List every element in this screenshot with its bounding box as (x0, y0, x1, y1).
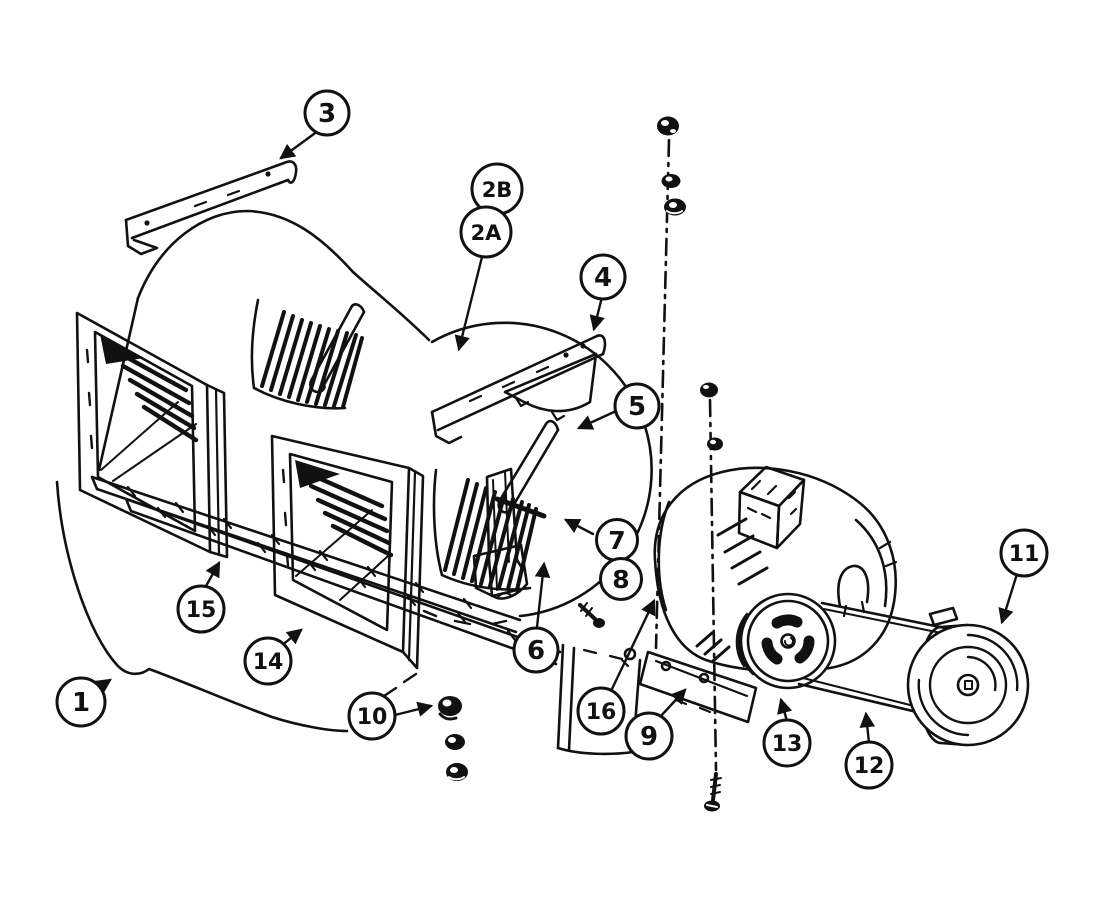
leader-5 (576, 410, 616, 430)
svg-text:14: 14 (253, 650, 284, 675)
svg-text:13: 13 (772, 732, 803, 757)
blower-housing (55, 209, 653, 756)
leader-15 (204, 560, 221, 588)
callout-6: 6 (512, 626, 560, 674)
motor-base (620, 647, 758, 724)
svg-text:5: 5 (628, 392, 646, 422)
blower-wheel-front (432, 419, 560, 600)
leader-3 (279, 129, 320, 160)
callout-5: 5 (613, 382, 661, 430)
leader-lines (93, 129, 1019, 745)
callout-13: 13 (762, 718, 812, 768)
nut (657, 116, 679, 136)
filter-frame-14 (270, 434, 425, 670)
leader-7 (563, 518, 595, 536)
nut (445, 734, 465, 750)
leader-11 (998, 572, 1019, 625)
svg-text:8: 8 (612, 565, 629, 594)
svg-text:15: 15 (186, 598, 217, 623)
svg-text:16: 16 (586, 700, 617, 725)
mounting-screw (704, 772, 722, 812)
callout-11: 11 (999, 528, 1049, 578)
nut (438, 696, 462, 716)
callout-8: 8 (599, 557, 643, 601)
callout-balloons: 3 2B 2A 4 5 7 8 6 (55, 89, 1049, 790)
callout-2A: 2A (459, 205, 513, 259)
svg-text:11: 11 (1009, 542, 1040, 567)
svg-text:4: 4 (594, 263, 612, 293)
callout-16: 16 (576, 686, 626, 736)
blower-pulley (906, 606, 1030, 747)
mounting-nuts (438, 696, 468, 781)
washer (707, 437, 723, 451)
junction-box (737, 465, 806, 550)
svg-text:9: 9 (640, 722, 658, 752)
motor (620, 465, 898, 724)
callout-9: 9 (624, 711, 674, 761)
svg-text:3: 3 (318, 99, 336, 129)
blower-wheel-rear (250, 298, 366, 410)
small-screw (578, 602, 605, 628)
nut (446, 763, 468, 781)
leader-10 (393, 701, 434, 717)
cap-nut (700, 382, 718, 398)
svg-text:10: 10 (357, 705, 388, 730)
callout-4: 4 (579, 253, 627, 301)
svg-text:2B: 2B (482, 178, 513, 202)
filter-frame-15 (75, 311, 229, 559)
callout-12: 12 (844, 740, 894, 790)
leader-12 (859, 711, 876, 745)
svg-text:2A: 2A (471, 221, 503, 245)
svg-text:1: 1 (72, 688, 90, 718)
callout-15: 15 (176, 584, 226, 634)
callout-3: 3 (303, 89, 351, 137)
centerline-left (654, 138, 671, 650)
motor-pulley (735, 592, 837, 690)
leader-10-dash (382, 672, 418, 698)
leader-2a (454, 255, 484, 352)
leader-16 (609, 598, 656, 693)
leader-6 (534, 561, 551, 629)
leader-4 (589, 299, 605, 332)
mounting-bracket-4 (430, 334, 607, 445)
centerline-right (708, 398, 718, 772)
svg-text:6: 6 (527, 636, 545, 666)
leader-9 (657, 688, 687, 720)
callout-14: 14 (243, 636, 293, 686)
callout-10: 10 (347, 691, 397, 741)
callout-1: 1 (55, 676, 107, 728)
svg-text:7: 7 (608, 526, 625, 555)
mounting-bracket-3 (124, 160, 298, 256)
callout-7: 7 (595, 518, 639, 562)
shaft-pin (494, 496, 547, 519)
centerline-hardware (578, 116, 723, 812)
leader-13 (777, 697, 793, 723)
svg-text:12: 12 (854, 754, 885, 779)
